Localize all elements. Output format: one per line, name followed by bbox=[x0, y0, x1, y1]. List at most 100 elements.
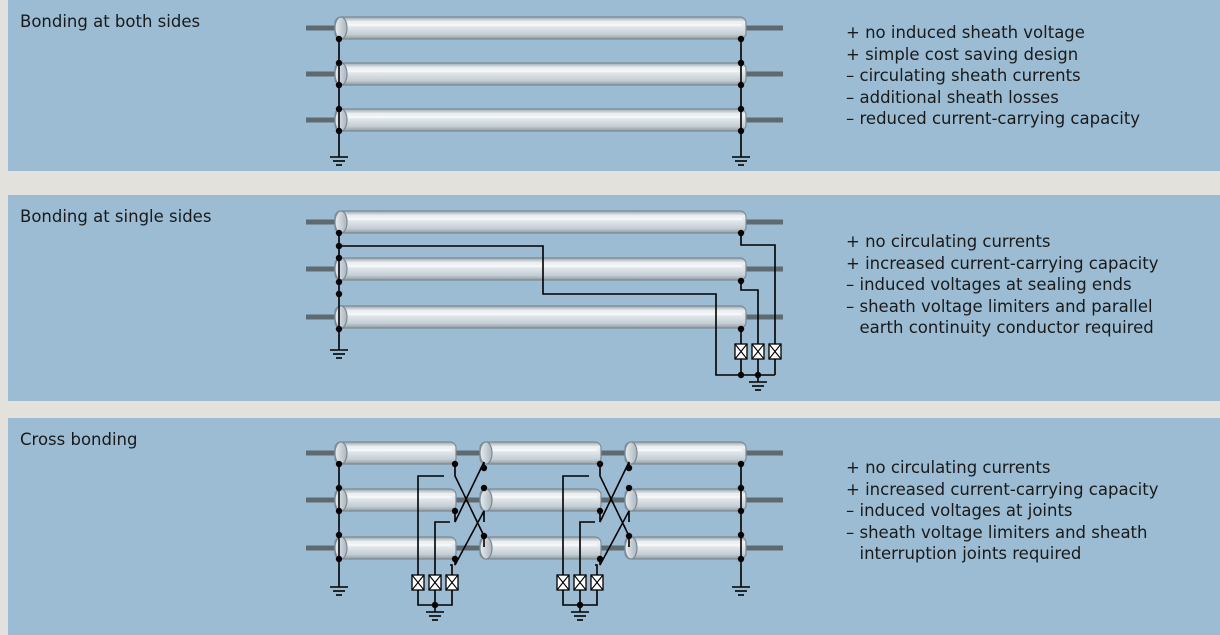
ground-symbol-icon bbox=[732, 580, 750, 596]
cable-end-cap bbox=[334, 108, 348, 132]
cable-body bbox=[334, 441, 457, 465]
point-sign: – bbox=[846, 109, 855, 128]
cable-body bbox=[334, 488, 457, 512]
point-text: increased current-carrying capacity bbox=[865, 479, 1159, 499]
sheath-voltage-limiter-icon bbox=[556, 574, 570, 591]
point-item: – circulating sheath currents bbox=[846, 65, 1140, 87]
cable-body bbox=[479, 536, 602, 560]
cable-section bbox=[479, 441, 602, 465]
cable-body bbox=[334, 108, 747, 132]
cable-section bbox=[624, 441, 747, 465]
cable-end-cap bbox=[334, 536, 348, 560]
junction-dot-icon bbox=[737, 460, 745, 468]
point-item: + simple cost saving design bbox=[846, 44, 1140, 66]
junction-dot-icon bbox=[625, 532, 633, 540]
bonding-single-sides-diagram bbox=[306, 210, 783, 391]
cable-section bbox=[334, 16, 747, 40]
junction-dot-icon bbox=[737, 229, 745, 237]
junction-dot-icon bbox=[451, 460, 459, 468]
junction-dot-icon bbox=[335, 81, 343, 89]
bonding-wire bbox=[562, 475, 589, 575]
point-sign: – bbox=[846, 275, 855, 294]
cable-section bbox=[334, 305, 747, 329]
cable-body bbox=[624, 441, 747, 465]
bonding-wire bbox=[599, 510, 630, 566]
cable-section bbox=[334, 257, 747, 281]
ground-symbol-icon bbox=[330, 580, 348, 596]
junction-dot-icon bbox=[335, 254, 343, 262]
cable-end-cap bbox=[334, 210, 348, 234]
point-sign: – bbox=[846, 66, 855, 85]
cable-body bbox=[334, 62, 747, 86]
cross-bonding-diagram bbox=[306, 441, 783, 621]
point-item: – reduced current-carrying capacity bbox=[846, 108, 1140, 130]
junction-dot-icon bbox=[451, 507, 459, 515]
point-sign: + bbox=[846, 253, 860, 273]
ground-symbol-icon bbox=[571, 605, 589, 621]
junction-dot-icon bbox=[737, 127, 745, 135]
cable-end-cap bbox=[624, 441, 638, 465]
junction-dot-icon bbox=[335, 105, 343, 113]
cable-end-cap bbox=[479, 488, 493, 512]
point-item: – additional sheath losses bbox=[846, 87, 1140, 109]
junction-dot-icon bbox=[737, 371, 745, 379]
bonding-wire bbox=[599, 464, 630, 547]
bonding-wire bbox=[595, 564, 598, 575]
cable-body bbox=[479, 488, 602, 512]
ground-symbol-icon bbox=[330, 150, 348, 166]
cable-section bbox=[334, 441, 457, 465]
cable-end-cap bbox=[479, 441, 493, 465]
bonding-wire bbox=[740, 233, 776, 344]
bonding-wire bbox=[417, 475, 444, 575]
sheath-voltage-limiter-icon bbox=[751, 343, 765, 360]
point-sign: + bbox=[846, 458, 860, 477]
point-text: additional sheath losses bbox=[859, 87, 1059, 107]
cable-section bbox=[624, 488, 747, 512]
junction-dot-icon bbox=[737, 277, 745, 285]
cable-end-cap bbox=[624, 488, 638, 512]
point-sign: – bbox=[846, 87, 855, 107]
panel-title: Bonding at both sides bbox=[20, 12, 201, 31]
bonding-both-sides-diagram bbox=[306, 16, 783, 166]
cable-end-cap bbox=[334, 62, 348, 86]
junction-dot-icon bbox=[451, 555, 459, 563]
point-text: induced voltages at sealing ends bbox=[859, 275, 1132, 294]
cable-body bbox=[334, 536, 457, 560]
panel-title: Cross bonding bbox=[20, 430, 138, 449]
sheath-voltage-limiter-icon bbox=[734, 343, 748, 360]
junction-dot-icon bbox=[335, 555, 343, 563]
point-item: + increased current-carrying capacity bbox=[846, 479, 1158, 501]
panel-bonding-single-sides: Bonding at single sides + no circulating… bbox=[8, 195, 1220, 401]
junction-dot-icon bbox=[737, 531, 745, 539]
junction-dot-icon bbox=[335, 59, 343, 67]
cable-body bbox=[624, 488, 747, 512]
ground-symbol-icon bbox=[749, 375, 767, 391]
panel-cross-bonding: Cross bonding + no circulating currents … bbox=[8, 418, 1220, 635]
bonding-wire bbox=[740, 281, 759, 344]
junction-dot-icon bbox=[335, 278, 343, 286]
junction-dot-icon bbox=[335, 531, 343, 539]
point-item: + increased current-carrying capacity bbox=[846, 253, 1158, 275]
junction-dot-icon bbox=[737, 325, 745, 333]
bonding-wire bbox=[454, 461, 485, 523]
sheath-voltage-limiter-icon bbox=[590, 574, 604, 591]
junction-dot-icon bbox=[596, 507, 604, 515]
sheath-voltage-limiter-icon bbox=[573, 574, 587, 591]
bonding-wire bbox=[454, 510, 485, 566]
point-item: + no circulating currents bbox=[846, 231, 1158, 253]
junction-dot-icon bbox=[335, 290, 343, 298]
cable-end-cap bbox=[624, 536, 638, 560]
cable-section bbox=[624, 536, 747, 560]
junction-dot-icon bbox=[596, 555, 604, 563]
junction-dot-icon bbox=[737, 59, 745, 67]
junction-dot-icon bbox=[335, 325, 343, 333]
point-sign: – bbox=[846, 501, 855, 520]
bonding-wire bbox=[454, 464, 485, 547]
cable-end-cap bbox=[334, 257, 348, 281]
bonding-wire bbox=[434, 521, 450, 575]
sheath-voltage-limiter-icon bbox=[428, 574, 442, 591]
bonding-wire bbox=[599, 461, 630, 523]
points-list: + no circulating currents + increased cu… bbox=[846, 231, 1158, 339]
